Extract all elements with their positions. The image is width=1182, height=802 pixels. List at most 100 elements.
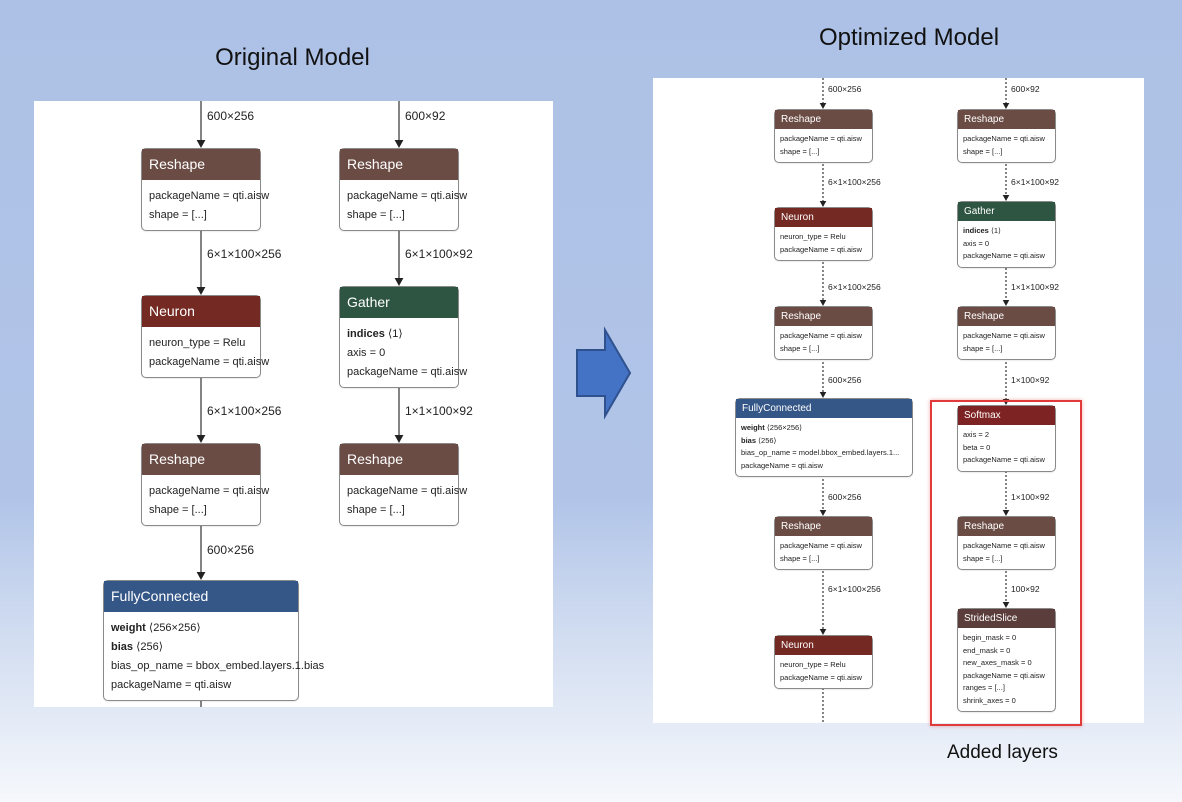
attribute-value: qti.aisw	[836, 541, 862, 550]
attribute-key: beta	[963, 442, 978, 452]
attribute-value: 0	[1012, 633, 1017, 642]
attribute-key: indices	[963, 226, 989, 235]
attribute-row: axis = 2	[963, 429, 1055, 442]
attribute-row: shape = [...]	[963, 343, 1055, 356]
attribute-separator: =	[800, 553, 809, 563]
attribute-value: [...]	[389, 504, 405, 516]
node-title: Gather	[340, 287, 458, 318]
edge-label: 600×256	[828, 492, 862, 502]
attribute-key: begin_mask	[963, 633, 1004, 642]
attribute-separator: =	[800, 146, 809, 156]
attribute-key: packageName	[963, 670, 1012, 680]
attribute-separator: =	[985, 683, 995, 692]
attribute-row: packageName = qti.aisw	[963, 250, 1055, 263]
node-title: Reshape	[775, 307, 872, 326]
attribute-separator: =	[1003, 695, 1012, 705]
node-title: Neuron	[775, 208, 872, 227]
attribute-separator: =	[366, 347, 380, 359]
edge-arrowhead	[819, 629, 827, 635]
node-title: Reshape	[958, 110, 1055, 129]
attribute-value: [...]	[809, 146, 820, 156]
attribute-separator: =	[1011, 331, 1020, 340]
edge-label: 6×1×100×256	[207, 247, 282, 261]
attribute-row: new_axes_mask = 0	[963, 657, 1055, 670]
edge-label: 1×1×100×92	[1011, 282, 1059, 292]
attribute-key: shrink_axes	[963, 695, 1004, 705]
edge-label: 1×100×92	[1011, 492, 1050, 502]
attribute-value: [...]	[809, 553, 820, 563]
attribute-value: qti.aisw	[232, 356, 270, 368]
attribute-value: [...]	[191, 504, 207, 516]
attribute-row: neuron_type = Relu	[780, 231, 872, 244]
attribute-key: weight	[111, 622, 146, 634]
attribute-row: neuron_type = Relu	[149, 334, 260, 353]
edge-label: 600×92	[1011, 84, 1040, 94]
attribute-value: Relu	[830, 232, 846, 241]
attribute-separator: =	[800, 343, 809, 353]
optimized-model-panel: 600×256 600×92 6×1×100×256 6×1×100×92 6×…	[653, 78, 1144, 726]
attribute-key: packageName	[963, 541, 1012, 550]
node-title: Neuron	[142, 296, 260, 327]
attribute-row: packageName = qti.aisw	[780, 672, 872, 685]
edge-label: 6×1×100×92	[1011, 177, 1059, 187]
attribute-row: packageName = qti.aisw	[963, 670, 1055, 683]
edge-label: 600×92	[405, 109, 446, 123]
attribute-value: qti.aisw	[1019, 134, 1045, 143]
attribute-key: end_mask	[963, 645, 998, 655]
attribute-row: end_mask = 0	[963, 645, 1055, 658]
edge-label: 1×1×100×92	[405, 404, 473, 418]
attribute-separator: =	[376, 504, 390, 516]
edge-arrowhead	[196, 287, 206, 295]
edge-arrowhead	[819, 392, 827, 398]
edge-arrowhead	[1002, 103, 1010, 109]
attribute-separator: =	[1011, 541, 1020, 550]
node-title: Reshape	[340, 149, 458, 180]
attribute-row: shape = [...]	[347, 206, 458, 225]
attribute-value: 0	[984, 238, 990, 248]
attribute-key: shape	[347, 504, 377, 516]
attribute-value: qti.aisw	[1019, 670, 1045, 680]
attribute-key: bias_op_name	[741, 448, 791, 457]
attribute-separator: =	[828, 672, 837, 682]
attribute-row: packageName = qti.aisw	[149, 187, 269, 206]
attribute-row: shape = [...]	[780, 553, 872, 566]
edge-label: 600×256	[828, 375, 862, 385]
attribute-key: neuron_type	[149, 337, 211, 349]
attribute-key: neuron_type	[780, 232, 822, 241]
attribute-separator: =	[976, 238, 985, 248]
attribute-row: axis = 0	[347, 344, 458, 363]
attribute-separator: =	[983, 553, 992, 563]
node-title: Reshape	[142, 149, 260, 180]
attribute-separator: =	[219, 485, 233, 497]
attribute-separator: =	[1011, 455, 1020, 464]
attribute-key: shape	[963, 146, 984, 156]
edge-label: 6×1×100×256	[828, 177, 881, 187]
attribute-key: packageName	[149, 190, 220, 202]
attribute-value: 0	[1027, 658, 1032, 667]
attribute-row: shape = [...]	[780, 146, 872, 159]
